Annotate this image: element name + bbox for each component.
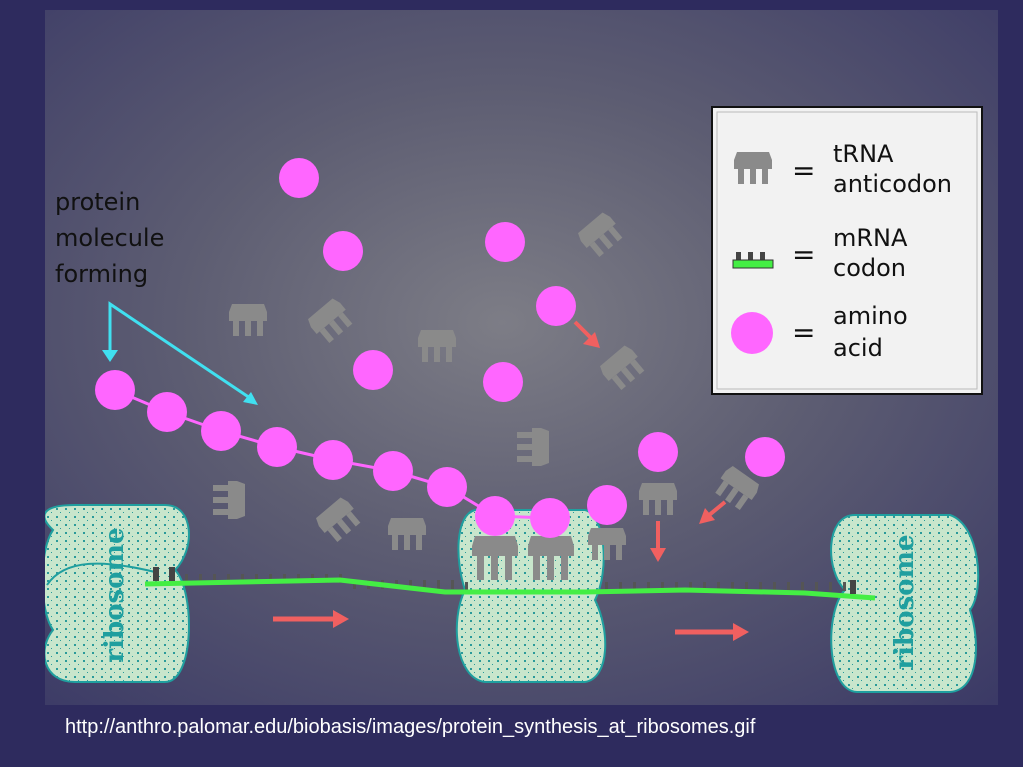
- codon-tick: [185, 574, 188, 583]
- legend-amino-line-1: amino: [833, 302, 908, 330]
- amino-acid-chain-1: [95, 370, 135, 410]
- arrow-red-5: [675, 623, 749, 641]
- legend-equals-1: =: [792, 154, 815, 187]
- codon-tick: [675, 582, 678, 591]
- codon-tick: [437, 580, 440, 589]
- codon-tick: [829, 582, 832, 591]
- mrna-strand: [144, 567, 876, 601]
- codon-tick: [255, 574, 258, 583]
- label-protein-line-3: forming: [55, 260, 148, 288]
- ribosome-right: [830, 514, 980, 693]
- amino-acid-free-5: [353, 350, 393, 390]
- trna-free-7: [213, 481, 245, 519]
- codon-tick: [451, 580, 454, 589]
- legend-mrna-line-2: codon: [833, 254, 906, 282]
- ribosome-left: [45, 504, 190, 683]
- amino-acid-free-2: [323, 231, 363, 271]
- amino-acid-chain-5: [313, 440, 353, 480]
- amino-acid-chain-6: [373, 451, 413, 491]
- amino-acid-on-trna-1: [587, 485, 627, 525]
- amino-acid-chain-8: [475, 496, 515, 536]
- codon-tick: [647, 582, 650, 591]
- legend-mrna-icon: [732, 252, 774, 269]
- legend-amino-line-2: acid: [833, 334, 883, 362]
- legend-trna-line-2: anticodon: [833, 170, 952, 198]
- codon-tick: [661, 582, 664, 591]
- label-protein-line-1: protein: [55, 188, 140, 216]
- legend-equals-3: =: [792, 316, 815, 349]
- codon-tick: [759, 582, 762, 591]
- codon-tick: [199, 574, 202, 583]
- arrow-red-2: [650, 521, 666, 562]
- codon-tick: [353, 580, 356, 589]
- legend-equals-2: =: [792, 238, 815, 271]
- arrow-cyan: [102, 301, 258, 405]
- codon-tick: [745, 582, 748, 591]
- amino-acid-chain-7: [427, 467, 467, 507]
- codon-tick: [787, 582, 790, 591]
- amino-acid-chain-4: [257, 427, 297, 467]
- legend-amino-acid-icon: [731, 312, 773, 354]
- amino-acid-on-trna-2: [638, 432, 678, 472]
- trna-incoming-1: [639, 483, 677, 515]
- trna-free-3: [418, 330, 456, 362]
- codon-tick: [731, 582, 734, 591]
- codon-tick: [283, 574, 286, 583]
- codon-tick: [815, 582, 818, 591]
- arrow-red-1: [573, 320, 600, 348]
- trna-free-1: [229, 304, 267, 336]
- trna-bound-1: [472, 536, 518, 580]
- arrow-red-4: [273, 610, 349, 628]
- codon-tick: [465, 582, 468, 591]
- protein-synthesis-diagram: protein molecule forming ribosome riboso…: [45, 10, 998, 705]
- label-protein-line-2: molecule: [55, 224, 164, 252]
- codon-tick: [843, 582, 846, 591]
- label-ribosome-right: ribosome: [890, 534, 920, 669]
- amino-acid-chain-2: [147, 392, 187, 432]
- legend: = tRNA anticodon = mRNA codon = amino ac…: [711, 106, 983, 395]
- codon-tick: [241, 574, 244, 583]
- codon-tick: [213, 574, 216, 583]
- codon-tick: [423, 580, 426, 589]
- amino-acid-chain-3: [201, 411, 241, 451]
- amino-acid-free-4: [536, 286, 576, 326]
- amino-acid-on-trna-3: [745, 437, 785, 477]
- amino-acid-free-6: [483, 362, 523, 402]
- trna-free-9: [388, 518, 426, 550]
- codon-tick: [633, 582, 636, 591]
- legend-mrna-line-1: mRNA: [833, 224, 908, 252]
- codon-tick: [409, 580, 412, 589]
- amino-acid-free-3: [485, 222, 525, 262]
- ribosome-center: [455, 509, 607, 683]
- amino-acid-free-1: [279, 158, 319, 198]
- amino-acid-chain-9: [530, 498, 570, 538]
- arrow-red-3: [699, 500, 727, 524]
- trna-free-6: [517, 428, 549, 466]
- legend-trna-line-1: tRNA: [833, 140, 894, 168]
- codon-tick: [689, 582, 692, 591]
- codon-tick: [773, 582, 776, 591]
- trna-arriving: [588, 528, 626, 560]
- legend-trna-icon: [734, 152, 772, 184]
- trna-bound-2: [528, 536, 574, 580]
- codon-tick: [703, 582, 706, 591]
- codon-tick: [717, 582, 720, 591]
- label-ribosome-left: ribosome: [100, 527, 130, 662]
- codon-tick: [605, 582, 608, 591]
- codon-tick: [619, 582, 622, 591]
- codon-tick: [801, 582, 804, 591]
- source-url-caption: http://anthro.palomar.edu/biobasis/image…: [65, 716, 756, 738]
- codon-tick: [269, 574, 272, 583]
- codon-tick: [227, 574, 230, 583]
